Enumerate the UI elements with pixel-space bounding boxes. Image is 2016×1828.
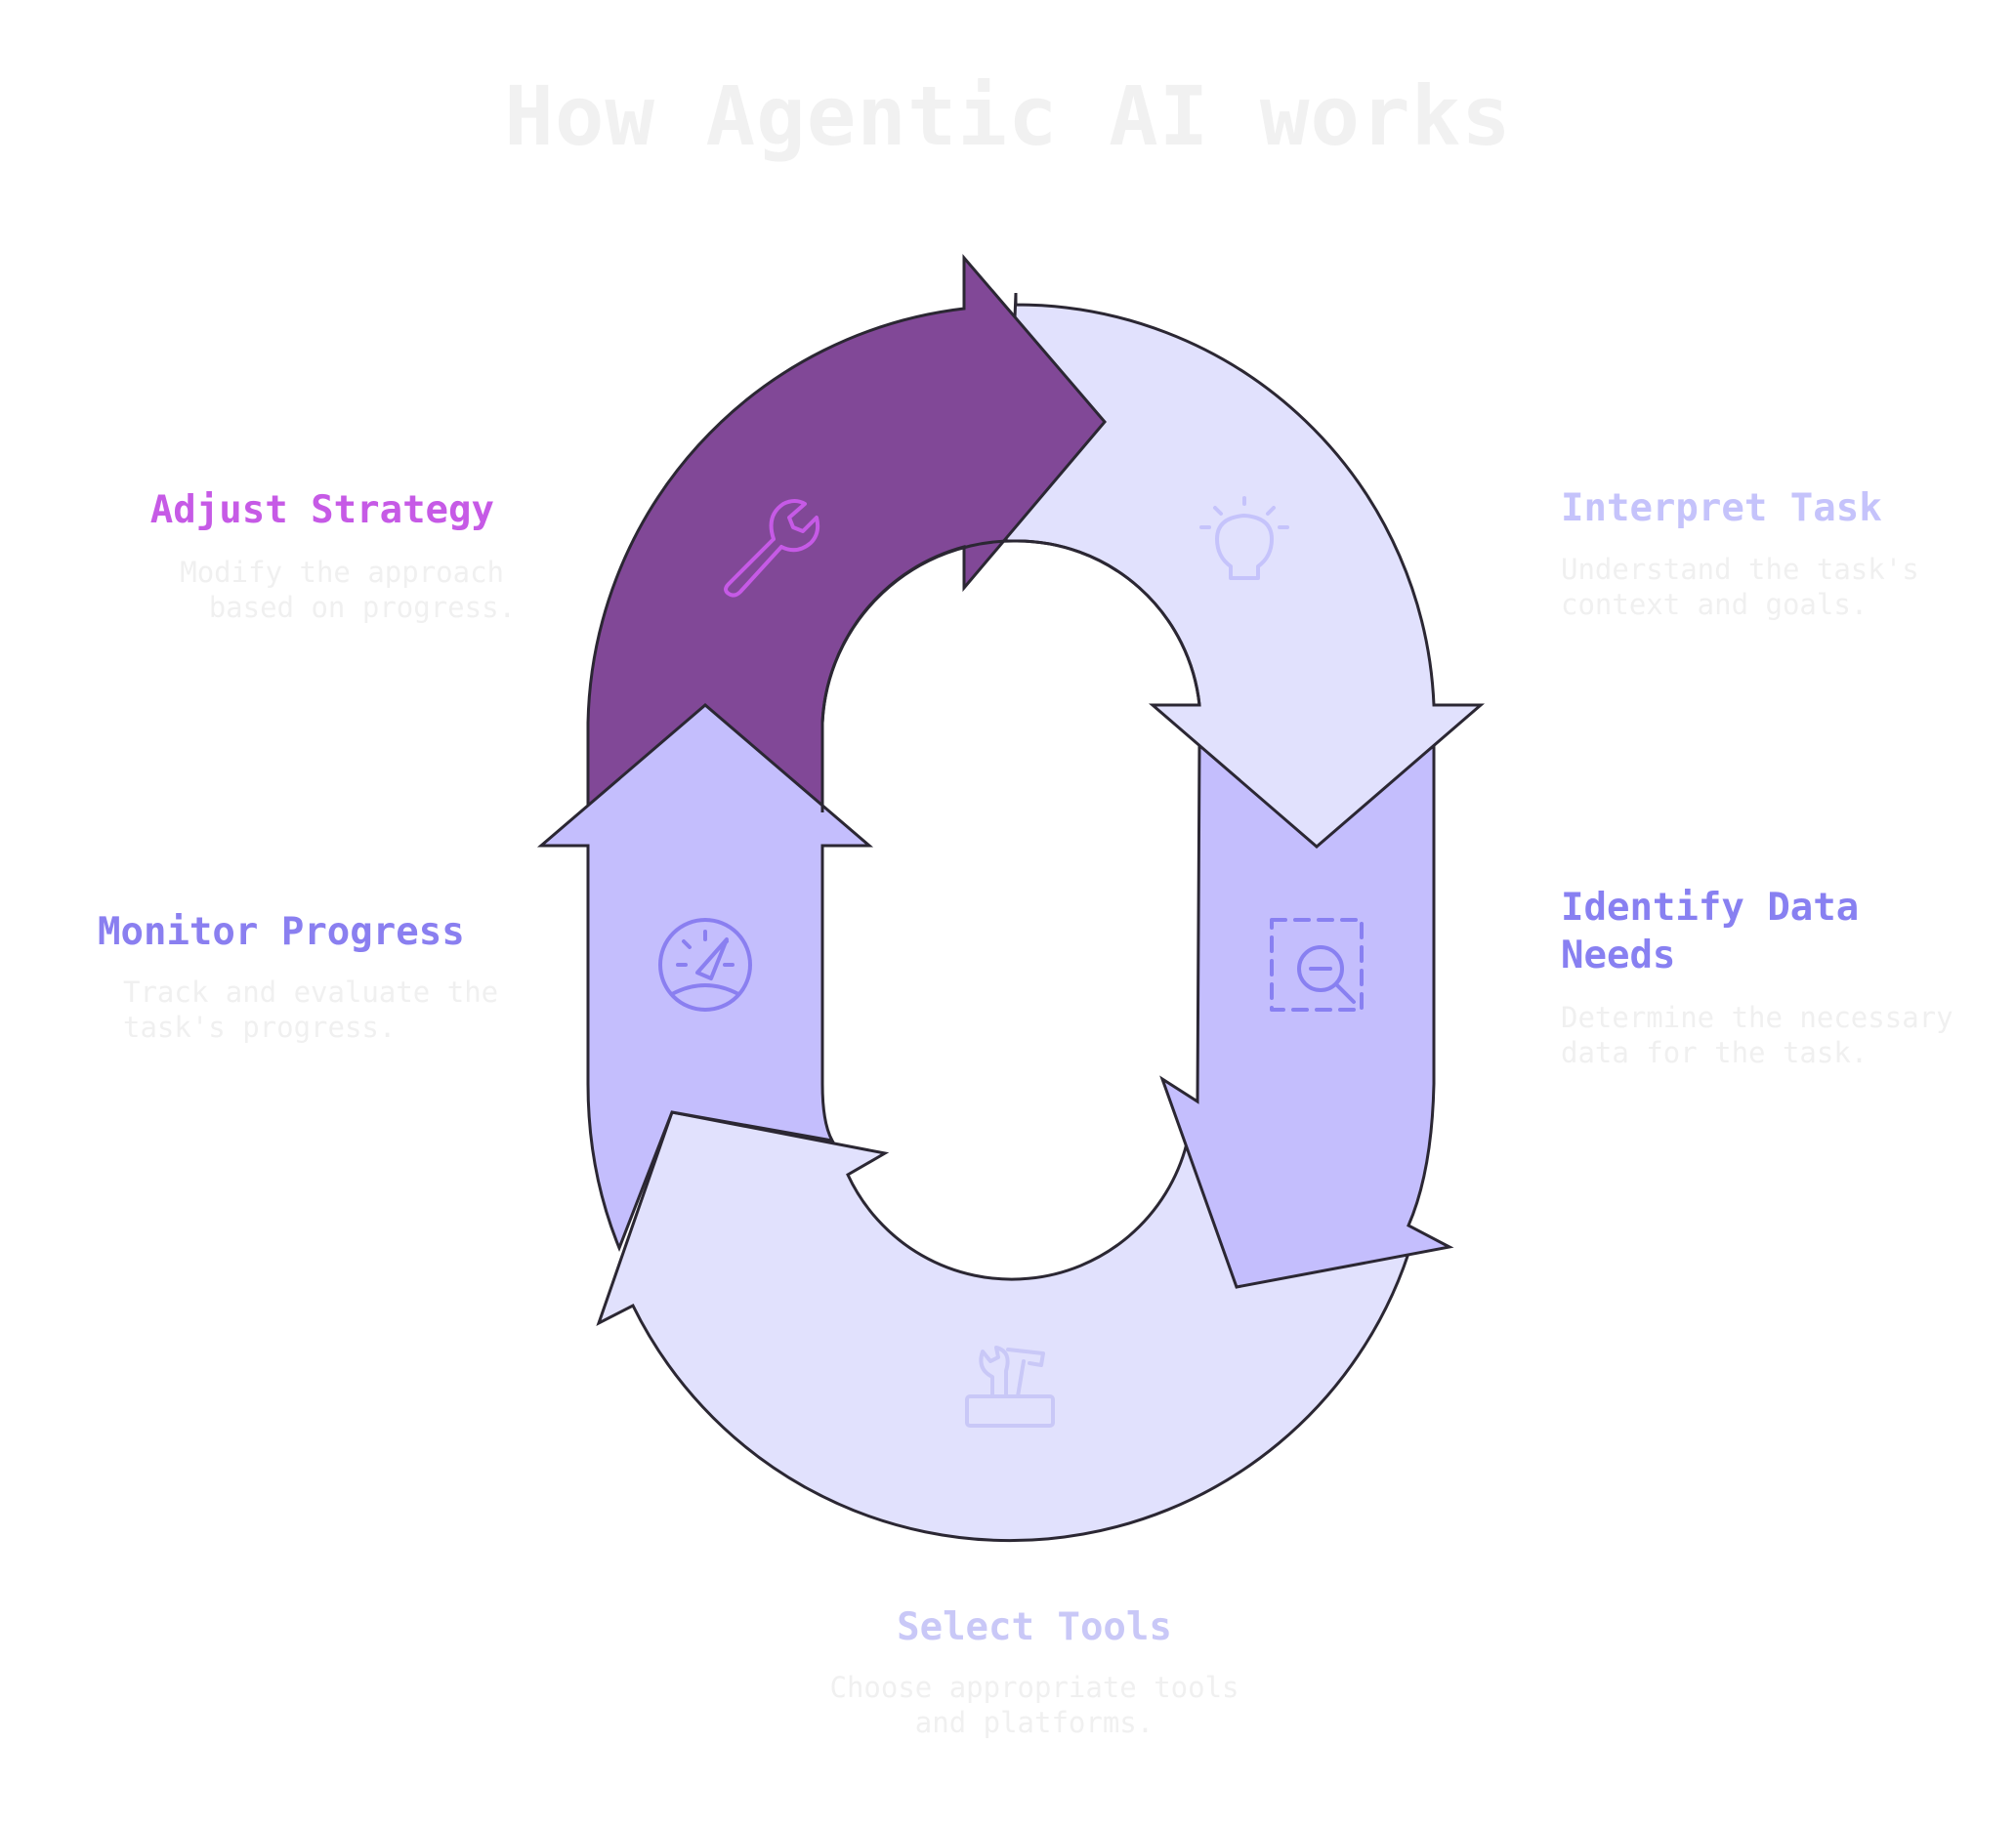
- arrow-identify-data: [1159, 740, 1454, 1289]
- label-identify-line-2: Needs: [1561, 934, 1676, 977]
- label-identify-data-needs: Identify Data Needs: [1561, 884, 1859, 979]
- wrench-icon: [724, 499, 820, 598]
- label-adjust-strategy: Adjust Strategy: [149, 488, 494, 532]
- diagram-title: How Agentic AI works: [504, 68, 1512, 164]
- label-identify-line-1: Identify Data: [1561, 886, 1860, 930]
- lightbulb-icon: [1199, 496, 1289, 580]
- magnifier-minus-icon: [1270, 918, 1364, 1012]
- toolbox-icon: [965, 1346, 1055, 1428]
- desc-identify-line-1: Determine the necessary: [1561, 1001, 1953, 1034]
- inner-loop-outline: [820, 539, 1201, 812]
- label-select-tools: Select Tools: [897, 1605, 1172, 1649]
- desc-adjust-strategy: Modify the approach based on progress.: [98, 555, 516, 625]
- desc-identify-line-2: data for the task.: [1561, 1036, 1869, 1069]
- desc-interpret-task: Understand the task's context and goals.: [1561, 552, 1919, 622]
- arrow-interpret-task: [1004, 292, 1486, 849]
- desc-monitor-line-2: task's progress.: [123, 1011, 397, 1044]
- arrow-select-tools: [596, 1110, 1416, 1543]
- desc-select-tools: Choose appropriate tools and platforms.: [766, 1670, 1303, 1740]
- label-monitor-progress: Monitor Progress: [98, 910, 465, 954]
- desc-monitor-line-1: Track and evaluate the: [123, 976, 499, 1009]
- desc-select-line-1: Choose appropriate tools: [829, 1671, 1239, 1704]
- desc-identify-data-needs: Determine the necessary data for the tas…: [1561, 1000, 1953, 1070]
- desc-interpret-line-2: context and goals.: [1561, 588, 1869, 621]
- desc-adjust-line-2: based on progress.: [208, 591, 516, 624]
- desc-monitor-progress: Track and evaluate the task's progress.: [123, 975, 498, 1045]
- desc-select-line-2: and platforms.: [914, 1706, 1155, 1739]
- label-interpret-task: Interpret Task: [1561, 486, 1882, 530]
- desc-interpret-line-1: Understand the task's: [1561, 553, 1919, 586]
- gauge-icon: [658, 918, 752, 1012]
- desc-adjust-line-1: Modify the approach: [180, 556, 504, 589]
